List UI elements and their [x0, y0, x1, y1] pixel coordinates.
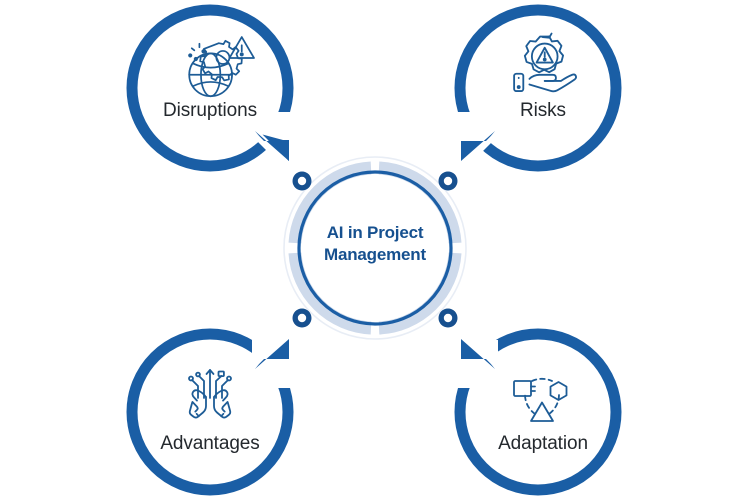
- hub-title-line2: Management: [324, 245, 426, 265]
- hub-outer-hairline: [283, 156, 467, 340]
- hands-circuit-icon: [188, 369, 232, 419]
- hub-title: AI in Project Management: [290, 222, 460, 267]
- hub-main-ring: [297, 170, 453, 326]
- node-ring-advantages[interactable]: [126, 328, 294, 496]
- hub-marker-bottom-left[interactable]: [292, 308, 312, 328]
- node-label-adaptation: Adaptation: [498, 433, 588, 454]
- hand-gear-warning-icon: [513, 32, 577, 93]
- globe-gear-warning-icon: [188, 36, 255, 98]
- node-ring-adaptation[interactable]: [454, 328, 622, 496]
- hub-title-line1: AI in Project: [326, 223, 424, 242]
- hub-marker-bottom-right[interactable]: [438, 308, 458, 328]
- hub-light-band: [288, 161, 462, 335]
- hub-markers: [292, 171, 458, 328]
- node-label-risks: Risks: [520, 100, 566, 121]
- hub-marker-top-left[interactable]: [292, 171, 312, 191]
- shapes-transform-icon: [513, 377, 568, 422]
- hub-marker-top-right[interactable]: [438, 171, 458, 191]
- node-label-disruptions: Disruptions: [163, 100, 257, 121]
- node-label-advantages: Advantages: [160, 433, 260, 454]
